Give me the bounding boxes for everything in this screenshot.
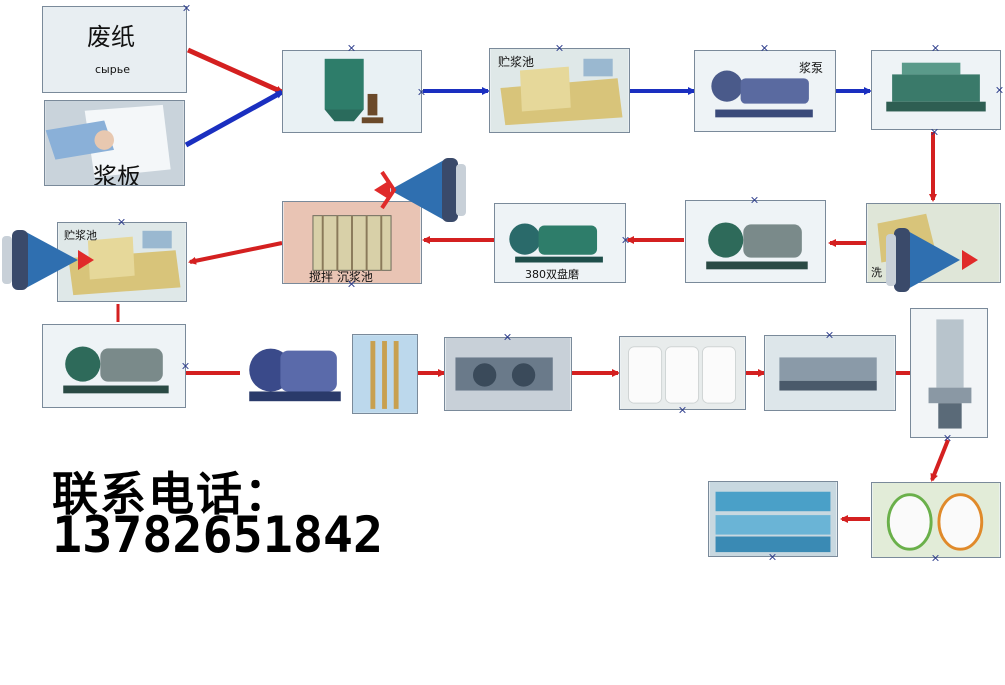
selection-handle xyxy=(349,45,355,51)
selection-handle xyxy=(623,237,629,243)
node-waste-paper: 废纸 сырье xyxy=(42,6,187,93)
selection-handle xyxy=(827,332,833,338)
selection-handle xyxy=(762,45,768,51)
refiner-icon xyxy=(495,204,625,282)
node-pump-2 xyxy=(685,200,826,283)
selection-handle xyxy=(945,435,951,441)
waste-paper-label: 废纸 xyxy=(87,23,135,51)
selection-handle xyxy=(770,554,776,560)
storage-tank-2-photo xyxy=(58,223,186,301)
band-saw-icon xyxy=(911,309,987,437)
pulp-board-photo xyxy=(45,101,184,185)
node-paper-machine xyxy=(444,337,572,411)
contact-phone: 13782651842 xyxy=(52,506,384,564)
arrow-mixer-to-tank2 xyxy=(188,241,283,265)
screen-icon xyxy=(872,51,1000,129)
storage-tank-1-photo xyxy=(490,49,629,132)
cone-refiner-icon-left xyxy=(2,230,94,290)
node-jumbo-rolls xyxy=(619,336,746,410)
packaging-photo xyxy=(709,482,837,556)
selection-handle xyxy=(933,45,939,51)
node-pump-3 xyxy=(42,324,186,408)
selection-handle xyxy=(349,281,355,287)
spindles-icon xyxy=(353,335,417,413)
node-double-disc-refiner: 380双盘磨 xyxy=(494,203,626,283)
selection-handle xyxy=(933,555,939,561)
pump-2-icon xyxy=(686,201,825,282)
vacuum-machine-icon xyxy=(249,348,341,402)
pulp-pump-1-icon xyxy=(695,51,835,131)
node-rewinder xyxy=(764,335,896,411)
node-band-saw xyxy=(910,308,988,438)
node-packaging xyxy=(708,481,838,557)
waste-paper-sub: сырье xyxy=(95,63,130,76)
paper-machine-photo xyxy=(445,338,571,410)
rewinder-photo xyxy=(765,336,895,410)
node-pulp-board: 浆板 xyxy=(44,100,185,186)
node-hydrapulper xyxy=(282,50,422,133)
node-screen xyxy=(871,50,1001,130)
hydrapulper-icon xyxy=(283,51,421,132)
pulp-pump-1-label: 浆泵 xyxy=(799,61,824,75)
refiner-label: 380双盘磨 xyxy=(525,268,579,281)
contact-label: 联系电话： xyxy=(52,467,292,521)
node-pulp-pump-1: 浆泵 xyxy=(694,50,836,132)
node-finished-product xyxy=(871,482,1001,558)
cone-refiner-icon-top xyxy=(374,158,466,222)
selection-handle xyxy=(505,334,511,340)
node-vacuum-machine xyxy=(240,334,350,410)
node-storage-tank-2: 贮浆池 xyxy=(57,222,187,302)
pulp-board-label: 浆板 xyxy=(93,163,141,186)
selection-handle xyxy=(419,89,425,95)
storage-tank-1-label: 贮浆池 xyxy=(498,55,535,69)
arrow-wastepaper-to-pulper xyxy=(186,47,284,95)
arrow-pulpboard-to-pulper xyxy=(184,89,284,148)
node-spindles xyxy=(352,334,418,414)
selection-handle xyxy=(752,197,758,203)
jumbo-rolls-photo xyxy=(620,337,745,409)
selection-handle xyxy=(184,5,190,11)
storage-tank-2-label: 贮浆池 xyxy=(64,229,97,242)
selection-handle xyxy=(183,363,189,369)
finished-product-photo xyxy=(872,483,1000,557)
washer-label: 洗 xyxy=(871,266,882,279)
selection-handle xyxy=(680,407,686,413)
selection-handle xyxy=(997,87,1003,93)
node-storage-tank-1: 贮浆池 xyxy=(489,48,630,133)
mixing-tank-label: 搅拌 沉浆池 xyxy=(309,270,373,284)
selection-handle xyxy=(557,45,563,51)
node-mixing-tank: 搅拌 沉浆池 xyxy=(282,201,422,284)
selection-handle xyxy=(932,129,938,135)
arrow-saw-to-product xyxy=(930,439,950,482)
mixing-tank-icon xyxy=(283,202,421,283)
selection-handle xyxy=(119,219,125,225)
pump-3-icon xyxy=(43,325,185,407)
cone-refiner-icon-right xyxy=(886,228,978,292)
